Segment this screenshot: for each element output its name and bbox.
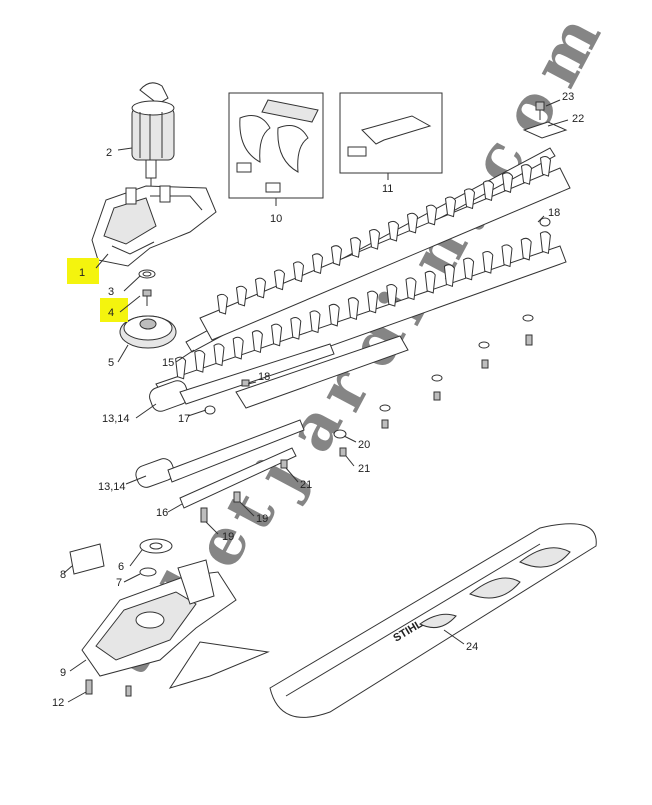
callout-16: 16 bbox=[156, 507, 168, 519]
blade-tooth bbox=[444, 196, 457, 218]
upper-blade-part bbox=[199, 155, 571, 341]
blade-tooth bbox=[311, 253, 324, 275]
blade-tooth bbox=[424, 270, 436, 294]
small-parts-lower-left bbox=[69, 538, 173, 577]
small-parts-left bbox=[119, 269, 177, 349]
gearbox-cover-part bbox=[81, 559, 270, 697]
blade-tooth bbox=[539, 231, 551, 254]
blade-tooth bbox=[367, 290, 379, 314]
callout-18-lower: 18 bbox=[258, 371, 270, 383]
callout-labels: 1 2 3 4 5 6 7 8 9 10 11 12 13,14 13,14 1… bbox=[52, 91, 584, 709]
callout-3: 3 bbox=[108, 286, 114, 298]
blade-tooth bbox=[425, 204, 438, 226]
blade-tooth bbox=[330, 245, 343, 266]
callout-18-upper: 18 bbox=[548, 207, 560, 219]
gear-housing-part bbox=[91, 185, 217, 267]
blade-tooth bbox=[309, 310, 321, 334]
blade-tooth bbox=[175, 356, 187, 380]
blade-tooth bbox=[328, 303, 340, 327]
blade-tooth bbox=[232, 336, 244, 360]
callout-21-lower: 21 bbox=[300, 479, 312, 491]
callout-13-14-lower: 13,14 bbox=[98, 481, 126, 493]
callout-8: 8 bbox=[60, 569, 66, 581]
blade-tooth bbox=[216, 293, 229, 315]
callout-7: 7 bbox=[116, 577, 122, 589]
blade-tooth bbox=[520, 164, 533, 185]
callout-6: 6 bbox=[118, 561, 124, 573]
leader-lines bbox=[63, 99, 569, 703]
blade-tooth bbox=[482, 180, 495, 202]
blade-tooth bbox=[406, 212, 419, 234]
blade-tooth bbox=[387, 220, 400, 242]
callout-12: 12 bbox=[52, 697, 64, 709]
kit-box-11 bbox=[339, 92, 443, 174]
callout-5: 5 bbox=[108, 357, 114, 369]
callout-11: 11 bbox=[382, 183, 393, 195]
callout-21-upper: 21 bbox=[358, 463, 370, 475]
blade-tooth bbox=[405, 277, 417, 301]
blade-tooth bbox=[501, 244, 513, 268]
callout-17: 17 bbox=[178, 413, 190, 425]
blade-tooth bbox=[520, 237, 532, 261]
callout-15: 15 bbox=[162, 357, 174, 369]
blade-tooth bbox=[386, 284, 398, 307]
drive-plate-upper bbox=[149, 343, 335, 412]
plate-16 bbox=[179, 447, 297, 509]
bracket-part bbox=[522, 101, 568, 139]
highlight-box-1 bbox=[67, 258, 99, 284]
blade-tooth bbox=[235, 285, 248, 307]
blade-hardware bbox=[200, 217, 551, 523]
blade-tooth bbox=[273, 269, 286, 291]
callout-22: 22 bbox=[572, 113, 584, 125]
callout-10: 10 bbox=[270, 213, 282, 225]
callout-19-upper: 19 bbox=[256, 513, 268, 525]
callout-9: 9 bbox=[60, 667, 66, 679]
highlight-box-4 bbox=[100, 298, 128, 322]
blade-tooth bbox=[347, 297, 359, 320]
blade-tooth bbox=[482, 251, 494, 274]
callout-19-lower: 19 bbox=[222, 531, 234, 543]
blade-tooth bbox=[254, 277, 267, 299]
callout-2: 2 bbox=[106, 147, 112, 159]
drive-plate-lower bbox=[135, 419, 305, 488]
blade-tooth bbox=[463, 257, 475, 281]
blade-tooth bbox=[443, 264, 455, 287]
kit-box-10 bbox=[228, 92, 324, 199]
callout-23: 23 bbox=[562, 91, 574, 103]
blade-tooth bbox=[463, 188, 476, 210]
blade-tooth bbox=[368, 228, 381, 250]
blade-tooth bbox=[251, 330, 263, 353]
blade-tooth bbox=[194, 350, 206, 373]
blade-tooth bbox=[213, 343, 225, 367]
watermark-letter: m bbox=[518, 4, 616, 99]
blade-tooth bbox=[290, 317, 302, 340]
callout-1: 1 bbox=[79, 267, 85, 279]
callout-4: 4 bbox=[108, 307, 114, 319]
callout-20: 20 bbox=[358, 439, 370, 451]
lower-blade-part bbox=[235, 335, 409, 409]
blade-tooth bbox=[271, 323, 283, 347]
blade-tooth bbox=[349, 237, 362, 258]
callout-13-14-upper: 13,14 bbox=[102, 413, 130, 425]
blade-tooth bbox=[539, 155, 552, 177]
blade-tooth bbox=[501, 172, 514, 193]
blade-guard-part: STIHL bbox=[269, 523, 597, 718]
motor-part bbox=[131, 82, 175, 192]
middle-blade-part bbox=[155, 231, 567, 405]
callout-24: 24 bbox=[466, 641, 478, 653]
blade-tooth bbox=[292, 261, 305, 283]
